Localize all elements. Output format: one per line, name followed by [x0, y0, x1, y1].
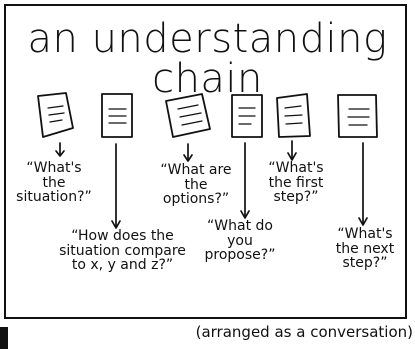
document-icon-3	[165, 93, 211, 138]
arrow-6	[358, 142, 368, 226]
diagram-title: an understanding chain	[27, 16, 388, 102]
step-label-6: “What's the next step?”	[335, 226, 395, 272]
arrow-4	[240, 142, 250, 219]
document-icon-6	[337, 94, 378, 138]
document-icon-4	[231, 94, 263, 138]
step-label-4: “What do you propose?”	[204, 218, 276, 264]
footer-caption: (arranged as a conversation)	[195, 323, 413, 341]
arrow-3	[183, 143, 193, 162]
step-label-2: “How does the situation compare to x, y …	[59, 228, 186, 274]
arrow-1	[55, 142, 65, 157]
step-label-5: “What's the first step?”	[268, 160, 324, 206]
corner-mark	[0, 327, 8, 349]
arrow-2	[111, 143, 121, 229]
diagram-frame	[4, 4, 407, 319]
step-label-3: “What are the options?”	[160, 162, 232, 208]
step-label-1: “What's the situation?”	[16, 160, 92, 206]
arrow-5	[287, 140, 297, 161]
document-icon-2	[101, 93, 133, 138]
document-icon-1	[37, 92, 74, 138]
document-icon-5	[276, 93, 311, 138]
